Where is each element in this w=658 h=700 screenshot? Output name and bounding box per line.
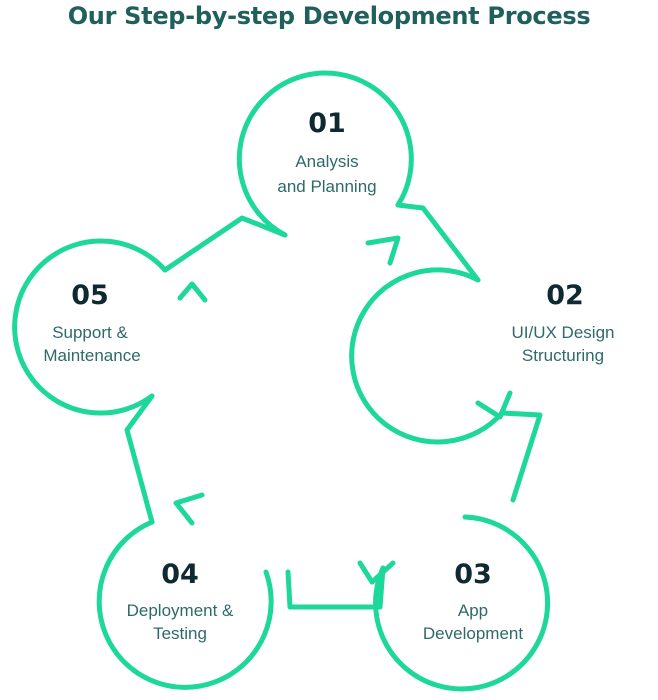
arrowhead-into-04-icon bbox=[173, 492, 205, 526]
step-04-circle bbox=[96, 519, 274, 690]
step-04-group: 04 Deployment & Testing bbox=[96, 519, 274, 690]
step-01-circle bbox=[236, 70, 414, 238]
step-04-label-line2: Testing bbox=[153, 624, 207, 643]
step-05-label-line2: Maintenance bbox=[43, 346, 140, 365]
step-03-label-line1: App bbox=[458, 601, 488, 620]
step-01-label-line1: Analysis bbox=[295, 152, 358, 171]
step-03-circle bbox=[373, 514, 551, 692]
step-02-group: 02 UI/UX Design Structuring bbox=[349, 267, 615, 445]
step-02-label-line2: Structuring bbox=[522, 346, 604, 365]
connector-05-to-01 bbox=[162, 215, 288, 273]
step-03-label-line2: Development bbox=[423, 624, 523, 643]
step-05-group: 05 Support & Maintenance bbox=[12, 238, 168, 416]
step-05-circle bbox=[12, 238, 168, 416]
step-04-label-line1: Deployment & bbox=[127, 601, 234, 620]
connector-03-to-04 bbox=[285, 565, 386, 610]
step-03-number: 03 bbox=[454, 559, 492, 590]
arrowhead-into-01-icon bbox=[365, 235, 401, 266]
step-01-group: 01 Analysis and Planning bbox=[236, 70, 414, 238]
connector-01-to-02 bbox=[395, 202, 481, 283]
step-02-label-line1: UI/UX Design bbox=[512, 323, 615, 342]
page-title: Our Step-by-step Development Process bbox=[67, 2, 591, 30]
arrowhead-into-02-icon bbox=[475, 390, 513, 420]
step-02-circle bbox=[349, 267, 505, 445]
step-01-number: 01 bbox=[308, 108, 346, 139]
arrowhead-into-03-icon bbox=[357, 560, 396, 585]
connector-02-to-03 bbox=[499, 410, 543, 503]
arrowhead-into-05-icon bbox=[177, 281, 208, 303]
step-04-number: 04 bbox=[161, 559, 199, 590]
step-02-number: 02 bbox=[546, 280, 584, 311]
step-05-label-line1: Support & bbox=[52, 323, 128, 342]
step-03-group: 03 App Development bbox=[373, 514, 551, 692]
step-01-label-line2: and Planning bbox=[277, 177, 376, 196]
connector-04-to-05 bbox=[124, 393, 155, 525]
step-05-number: 05 bbox=[71, 280, 109, 311]
